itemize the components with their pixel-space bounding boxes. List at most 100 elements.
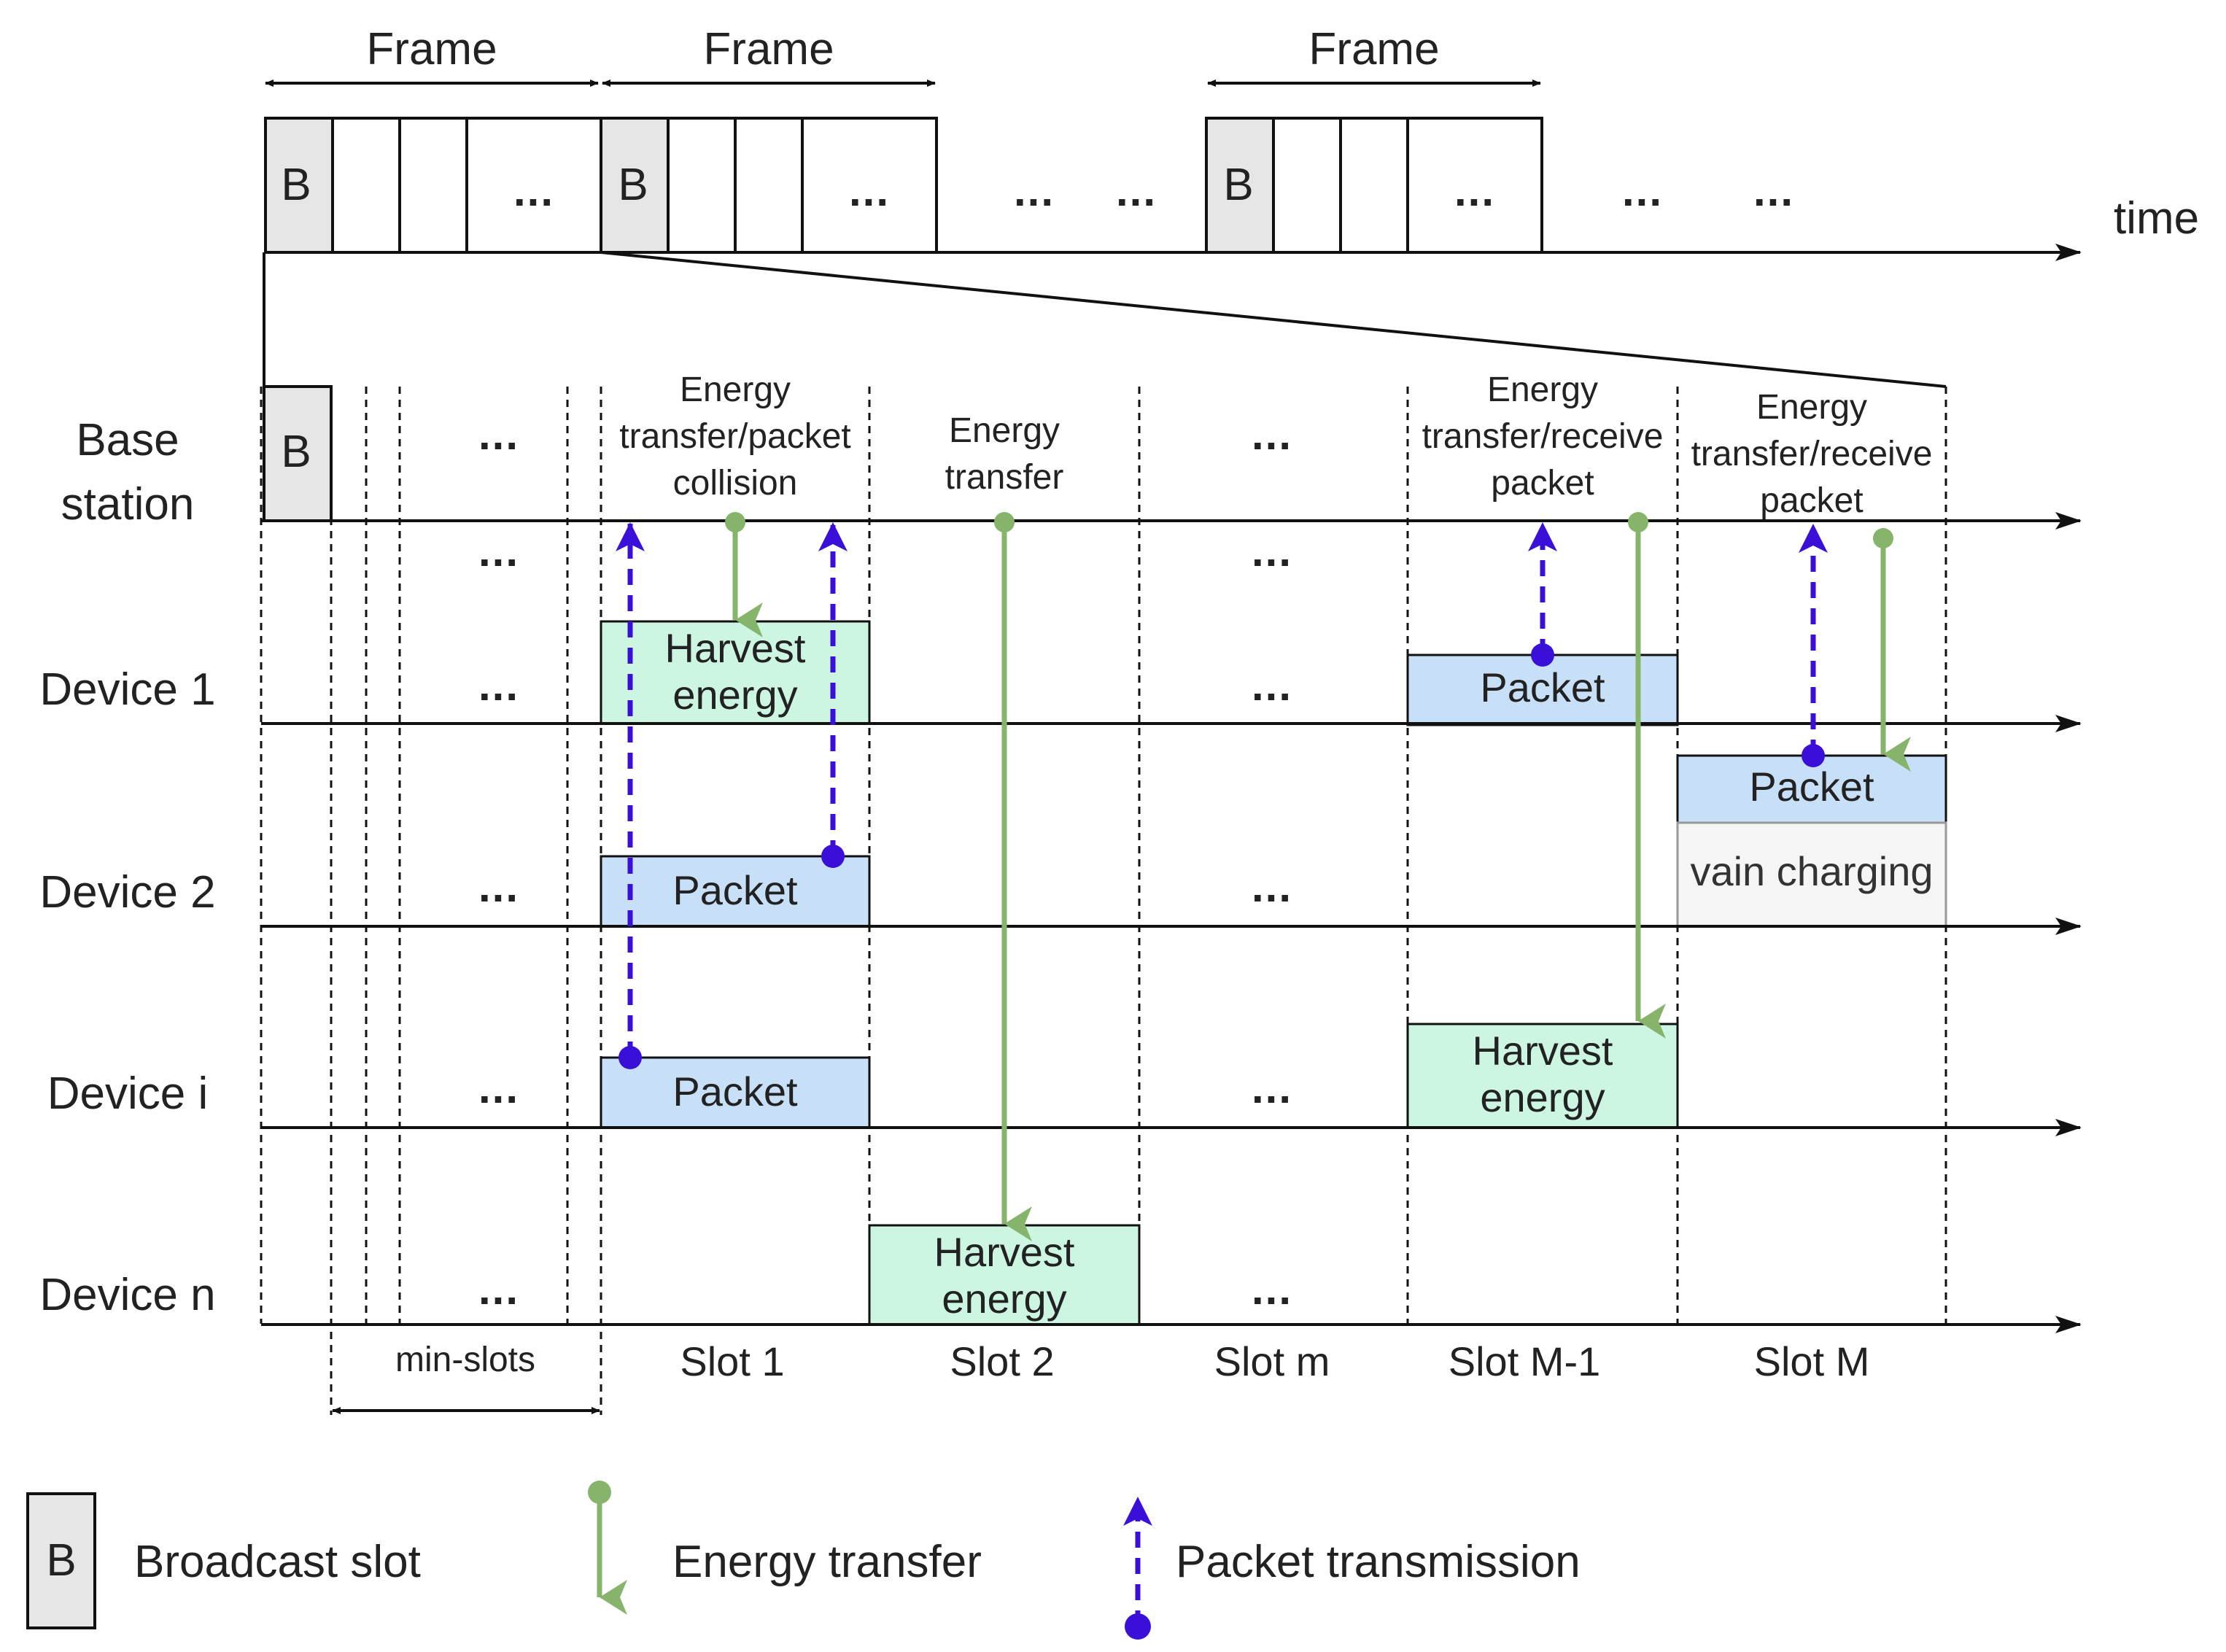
zoom-line-right	[600, 251, 1947, 388]
energy-transfer-arrows	[725, 512, 1911, 1241]
device-1-label: Device 1	[39, 664, 215, 715]
broadcast-slot	[264, 117, 334, 254]
legend: B Broadcast slot Energy transfer Packet …	[26, 1481, 1581, 1640]
slot-dividers	[260, 387, 1947, 1415]
ellipsis: ...	[1252, 410, 1292, 459]
device-i-label: Device i	[47, 1069, 209, 1119]
base-station-label: station	[61, 479, 195, 530]
slot-m-label: Slot m	[1214, 1338, 1330, 1384]
legend-broadcast-swatch	[26, 1492, 96, 1629]
broadcast-letter: B	[1223, 160, 1253, 210]
bs-slotM-text: transfer/receive	[1691, 435, 1933, 473]
slot-labels: min-slots Slot 1 Slot 2 Slot m Slot M-1 …	[332, 1338, 1870, 1414]
legend-packet-label: Packet transmission	[1176, 1537, 1581, 1587]
detail-ellipses: ... ... ... ... ... ... ... ... ... ... …	[478, 410, 1292, 1314]
legend-energy-origin	[588, 1481, 611, 1504]
slot-cell	[465, 117, 602, 254]
frame-3: B ...	[1205, 117, 1543, 254]
slot-2-label: Slot 2	[950, 1338, 1054, 1384]
packet-arrow-origin	[618, 1046, 642, 1069]
frame-label-2: Frame	[703, 24, 834, 74]
ellipsis: ...	[478, 862, 519, 911]
ellipsis: ...	[478, 1265, 519, 1314]
bs-slotM1-text: transfer/receive	[1422, 417, 1664, 456]
legend-broadcast-label: Broadcast slot	[134, 1537, 421, 1587]
ellipsis: ...	[1252, 1265, 1292, 1314]
energy-arrow-origin	[1873, 528, 1893, 548]
harvest-label: energy	[1480, 1074, 1605, 1120]
legend-energy-label: Energy transfer	[672, 1537, 982, 1587]
bs-slot1-text: Energy	[680, 371, 791, 409]
ellipsis: ...	[478, 1063, 519, 1112]
device-2-label: Device 2	[39, 867, 215, 918]
broadcast-letter: B	[281, 160, 311, 210]
row-labels: Base station Device 1 Device 2 Device i …	[39, 415, 215, 1320]
bs-slot2-text: transfer	[945, 458, 1064, 497]
bs-slotM-text: packet	[1760, 481, 1863, 520]
packet-box	[600, 1056, 871, 1129]
packet-transmission-arrows	[616, 522, 1828, 1069]
ellipsis: ...	[1622, 166, 1663, 215]
packet-arrow-origin	[1531, 643, 1554, 667]
ellipsis: ...	[478, 410, 519, 459]
slot-cell	[734, 117, 804, 254]
packet-arrow-origin	[821, 845, 845, 868]
ellipsis: ...	[478, 661, 519, 710]
frame-timeline: Frame Frame Frame B ... B ... ... ...	[264, 24, 2199, 261]
energy-arrow-origin	[1628, 512, 1648, 532]
ellipsis: ...	[1252, 527, 1292, 575]
ellipsis: ...	[1753, 166, 1794, 215]
ellipsis: ...	[513, 166, 554, 215]
slot-cell	[1272, 117, 1342, 254]
row-axes	[261, 512, 2082, 1333]
slot-cell	[667, 117, 737, 254]
packet-arrow-origin	[1802, 744, 1825, 767]
broadcast-letter: B	[281, 427, 311, 477]
ellipsis: ...	[1252, 1063, 1292, 1112]
bs-slotM1-text: packet	[1491, 464, 1594, 503]
packet-label: Packet	[672, 1069, 798, 1114]
box-labels: Harvest energy Packet Packet Harvest ene…	[665, 625, 1934, 1322]
frame-2: B ...	[600, 117, 938, 254]
harvest-energy-box	[868, 1224, 1141, 1326]
time-label: time	[2114, 193, 2199, 244]
frame-label-1: Frame	[366, 24, 497, 74]
packet-label: Packet	[1749, 764, 1874, 810]
packet-box	[600, 855, 871, 928]
slot-cell	[398, 117, 468, 254]
ellipsis: ...	[1454, 166, 1495, 215]
packet-label: Packet	[1480, 664, 1605, 710]
harvest-energy-box	[1406, 1023, 1679, 1129]
legend-packet-origin	[1125, 1613, 1151, 1640]
vain-charging-box	[1676, 821, 1947, 928]
broadcast-letter: B	[618, 160, 648, 210]
ellipsis: ...	[1252, 661, 1292, 710]
base-station-slot-text: Energy transfer/packet collision Energy …	[619, 371, 1932, 520]
energy-arrow-origin	[994, 512, 1015, 532]
harvest-label: energy	[672, 672, 797, 718]
harvest-energy-box	[600, 620, 871, 725]
bs-slot1-text: collision	[673, 464, 798, 503]
frame-1: B ...	[264, 117, 602, 254]
base-station-label: Base	[76, 415, 179, 465]
slot-1-label: Slot 1	[680, 1338, 784, 1384]
vain-charging-label: vain charging	[1690, 848, 1933, 894]
harvest-label: Harvest	[934, 1229, 1075, 1275]
ellipsis: ...	[478, 527, 519, 575]
harvest-label: energy	[942, 1276, 1066, 1322]
energy-arrow-origin	[725, 512, 745, 532]
ellipsis: ...	[1014, 166, 1055, 215]
bs-slotM-text: Energy	[1756, 388, 1867, 427]
bs-slot2-text: Energy	[949, 411, 1060, 450]
broadcast-slot-detail	[263, 385, 333, 522]
slot-M-label: Slot M	[1754, 1338, 1870, 1384]
slot-cell	[1339, 117, 1409, 254]
bs-slotM1-text: Energy	[1487, 371, 1598, 409]
ellipsis: ...	[1252, 862, 1292, 911]
ellipsis: ...	[849, 166, 890, 215]
slot-cell	[331, 117, 401, 254]
slot-boxes	[600, 620, 1947, 1326]
broadcast-slot	[600, 117, 670, 254]
min-slots-label: min-slots	[395, 1341, 535, 1379]
